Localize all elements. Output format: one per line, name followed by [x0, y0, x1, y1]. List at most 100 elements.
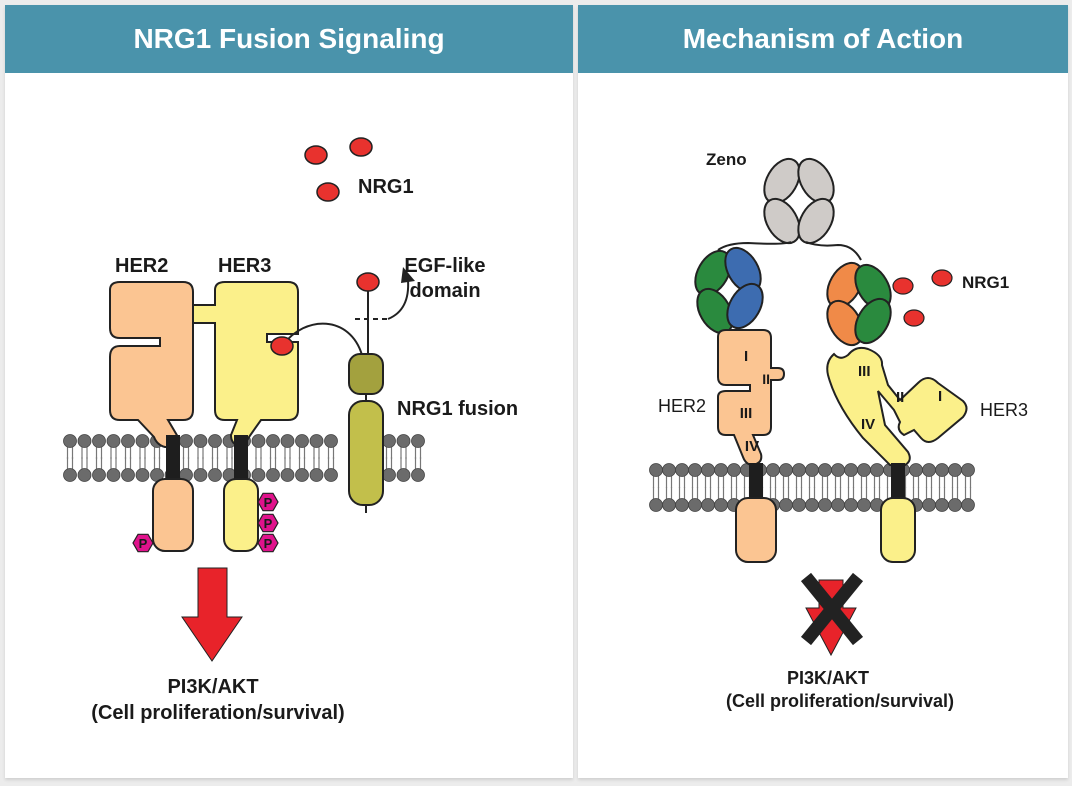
phosphate-label: P — [139, 536, 148, 551]
lipid-head — [121, 468, 135, 482]
lipid-head — [295, 468, 309, 482]
her3-domain-iv: IV — [861, 416, 875, 433]
nrg1-label: NRG1 — [962, 273, 1009, 292]
lipid-head — [688, 498, 702, 512]
lipid-head — [251, 468, 266, 482]
nrg1-ligand — [349, 137, 373, 157]
egf-like-domain — [356, 272, 380, 292]
panel-title-left: NRG1 Fusion Signaling — [5, 5, 573, 73]
lipid-head — [844, 498, 858, 512]
lipid-head — [77, 468, 92, 482]
lipid-head — [909, 463, 923, 477]
her2-label: HER2 — [115, 255, 168, 277]
lipid-head — [935, 498, 949, 512]
her2-domain-iii: III — [740, 405, 753, 422]
lipid-head — [961, 463, 975, 477]
blocked-signaling-icon — [800, 572, 864, 657]
lipid-head — [792, 498, 806, 512]
her3-domain-ii: II — [896, 389, 904, 406]
lipid-head — [396, 468, 411, 482]
lipid-head — [662, 498, 676, 512]
her3-label: HER3 — [980, 400, 1028, 420]
lipid-head — [135, 434, 150, 448]
mechanism-diagram: Zeno NRG1 — [649, 150, 1028, 711]
lipid-head — [922, 463, 936, 477]
lipid-head — [701, 498, 715, 512]
lipid-head — [411, 434, 425, 448]
lipid-head — [857, 498, 871, 512]
lipid-head — [382, 468, 396, 482]
lipid-head — [701, 463, 715, 477]
lipid-head — [251, 434, 266, 448]
lipid-head — [870, 463, 884, 477]
lipid-head — [948, 498, 962, 512]
lipid-head — [675, 463, 689, 477]
lipid-head — [688, 463, 702, 477]
lipid-head — [106, 468, 121, 482]
cell-membrane — [63, 434, 425, 482]
lipid-head — [831, 498, 845, 512]
lipid-head — [935, 463, 949, 477]
her3-domain-iii: III — [858, 363, 871, 380]
lipid-head — [961, 498, 975, 512]
lipid-head — [106, 434, 121, 448]
lipid-head — [649, 463, 663, 477]
lipid-head — [280, 468, 295, 482]
outcome-label: (Cell proliferation/survival) — [91, 702, 344, 724]
lipid-head — [324, 434, 338, 448]
nrg1-ligand — [892, 277, 914, 295]
her2-receptor — [109, 281, 194, 552]
lipid-head — [135, 468, 150, 482]
nrg1-fusion-diagram: NRG1 HER2 HER3 EGF-lik — [63, 137, 518, 724]
her3-receptor — [192, 281, 299, 552]
lipid-head — [193, 468, 208, 482]
lipid-head — [121, 434, 135, 448]
panel-title-right: Mechanism of Action — [578, 5, 1068, 73]
nrg1-fusion-signaling-panel: NRG1 Fusion Signaling NRG1 HER2 HER3 — [5, 5, 573, 778]
lipid-head — [309, 434, 324, 448]
lipid-head — [818, 498, 832, 512]
lipid-head — [193, 434, 208, 448]
lipid-head — [662, 463, 676, 477]
lipid-head — [844, 463, 858, 477]
her3-receptor — [826, 346, 968, 563]
free-nrg1-ligands — [892, 269, 953, 327]
lipid-head — [727, 463, 741, 477]
lipid-head — [266, 468, 280, 482]
nrg1-ligand — [931, 269, 953, 287]
phosphate-label: P — [264, 516, 273, 531]
lipid-head — [831, 463, 845, 477]
her3-label: HER3 — [218, 255, 271, 277]
lipid-head — [922, 498, 936, 512]
lipid-head — [92, 468, 106, 482]
lipid-head — [714, 498, 728, 512]
nrg1-fusion-label: NRG1 fusion — [397, 398, 518, 420]
nrg1-fusion-protein — [282, 267, 415, 513]
lipid-head — [714, 463, 728, 477]
lipid-head — [857, 463, 871, 477]
lipid-head — [63, 434, 77, 448]
lipid-head — [63, 468, 77, 482]
pathway-label: PI3K/AKT — [787, 668, 869, 688]
her2-domain-ii: II — [762, 371, 770, 387]
outcome-label: (Cell proliferation/survival) — [726, 691, 954, 711]
her2-receptor — [717, 329, 786, 563]
nrg1-label: NRG1 — [358, 176, 414, 198]
her3-domain-i: I — [938, 388, 942, 405]
lipid-head — [92, 434, 106, 448]
lipid-head — [396, 434, 411, 448]
lipid-head — [309, 468, 324, 482]
lipid-head — [805, 498, 819, 512]
lipid-head — [179, 434, 193, 448]
egf-like-label: EGF-like — [404, 255, 485, 277]
phosphate-label: P — [264, 536, 273, 551]
nrg1-ligand — [903, 309, 925, 327]
lipid-head — [948, 463, 962, 477]
lipid-head — [77, 434, 92, 448]
lipid-head — [382, 434, 396, 448]
nrg1-ligand — [304, 145, 328, 165]
her2-label: HER2 — [658, 396, 706, 416]
lipid-head — [324, 468, 338, 482]
phosphate-group-icon — [132, 533, 154, 553]
